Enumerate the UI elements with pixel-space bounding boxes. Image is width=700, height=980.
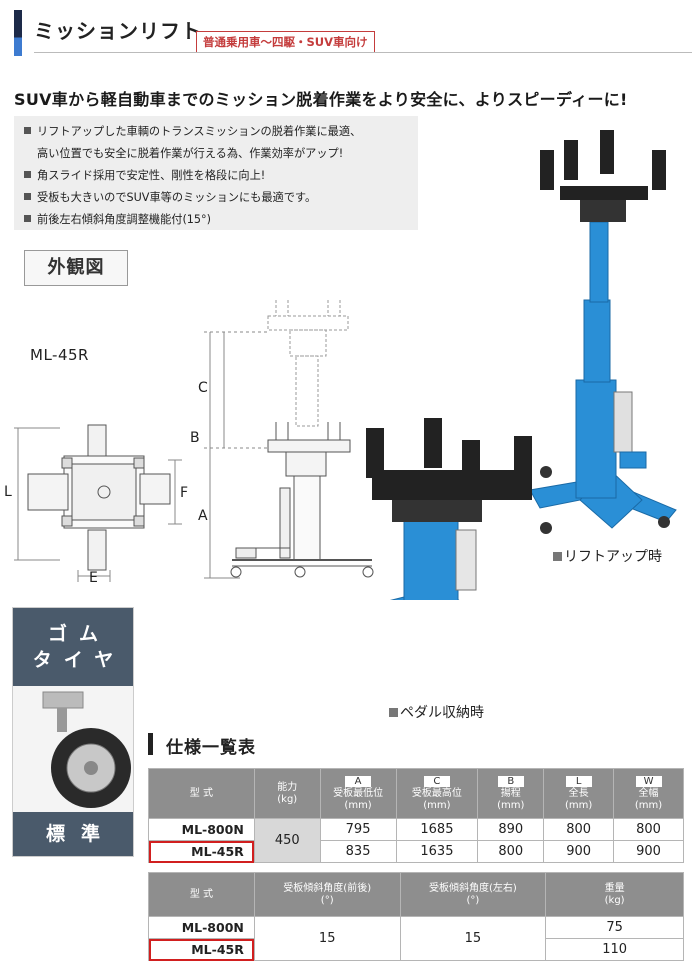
feature-item: リフトアップした車輌のトランスミッションの脱着作業に最適、 <box>24 121 412 143</box>
table-row: ML-45R 835 1635 800 900 900 <box>148 840 684 863</box>
headline: SUV車から軽自動車までのミッション脱着作業をより安全に、よりスピーディーに! <box>14 90 628 109</box>
cell-model: ML-800N <box>148 916 255 939</box>
page-title: ミッションリフト <box>34 19 202 43</box>
table-row: ML-800N 15 15 75 <box>148 916 684 961</box>
feature-item-cont: 高い位置でも安全に脱着作業が行える為、作業効率がアップ! <box>37 147 344 160</box>
cell-model-highlighted: ML-45R <box>148 938 255 961</box>
technical-drawing: L F E C B A <box>4 130 677 600</box>
bullet-icon <box>24 127 31 134</box>
square-bullet-icon <box>389 708 398 717</box>
cell-weight: 75 <box>545 916 684 939</box>
side-view-drawing <box>204 300 374 579</box>
rubber-tire-feature-box: ゴム タイヤ 標準 <box>12 607 134 857</box>
cell-capacity: 450 <box>253 818 321 863</box>
table-row: ML-45R 110 <box>148 938 684 961</box>
dim-label-C: C <box>198 380 208 396</box>
cell-width: 900 <box>613 840 684 863</box>
cell-width: 800 <box>613 818 684 841</box>
cell-tilt-left-right: 15 <box>399 916 547 961</box>
header-weight: 重量(kg) <box>545 872 684 917</box>
table-row: ML-800N 450 795 1685 890 800 800 <box>148 818 684 863</box>
cell-length: 800 <box>543 818 615 841</box>
cell-model-highlighted: ML-45R <box>148 840 255 863</box>
cell-model: ML-800N <box>148 818 255 841</box>
tire-label-standard: 標準 <box>13 812 133 856</box>
cell-min-height: 835 <box>319 840 397 863</box>
header-divider <box>34 52 692 53</box>
vehicle-type-tag: 普通乗用車〜四駆・SUV車向け <box>196 31 375 53</box>
header-model: 型 式 <box>148 768 255 819</box>
dim-label-A: A <box>198 508 208 524</box>
table-header-row: 型 式 受板傾斜角度(前後)(°) 受板傾斜角度(左右)(°) 重量(kg) <box>148 872 684 917</box>
spec-title-bar <box>148 733 153 755</box>
cell-weight: 110 <box>545 938 684 961</box>
dim-label-B: B <box>190 430 200 446</box>
cell-stroke: 800 <box>477 840 545 863</box>
feature-list: リフトアップした車輌のトランスミッションの脱着作業に最適、 高い位置でも安全に脱… <box>14 116 418 230</box>
tire-label-top: ゴム タイヤ <box>13 608 133 686</box>
cell-min-height: 795 <box>319 818 397 841</box>
feature-item: 前後左右傾斜角度調整機能付(15°) <box>24 209 412 231</box>
dim-label-E: E <box>89 570 98 586</box>
spec-title: 仕様一覧表 <box>166 738 256 758</box>
diagram-model-label: ML-45R <box>30 346 89 364</box>
header-accent-bar <box>14 10 22 56</box>
dim-label-L: L <box>4 484 12 500</box>
caster-wheel-photo <box>13 686 133 814</box>
feature-item: 受板も大きいのでSUV車等のミッションにも最適です。 <box>24 187 412 209</box>
bullet-icon <box>24 193 31 200</box>
top-view-drawing <box>14 424 182 582</box>
header-tilt-front-back: 受板傾斜角度(前後)(°) <box>253 872 401 917</box>
feature-item: 角スライド採用で安定性、剛性を格段に向上! <box>24 165 412 187</box>
header-capacity: 能力(kg) <box>253 768 321 819</box>
header-model: 型 式 <box>148 872 255 917</box>
cell-max-height: 1635 <box>395 840 479 863</box>
exterior-diagram-label: 外観図 <box>24 250 128 286</box>
cell-length: 900 <box>543 840 615 863</box>
cell-max-height: 1685 <box>395 818 479 841</box>
cell-tilt-front-back: 15 <box>253 916 401 961</box>
dim-label-F: F <box>180 485 188 501</box>
cell-stroke: 890 <box>477 818 545 841</box>
header-tilt-left-right: 受板傾斜角度(左右)(°) <box>399 872 547 917</box>
caption-pedal-stored: ペダル収納時 <box>389 702 484 722</box>
bullet-icon <box>24 215 31 222</box>
spec-table-2: 型 式 受板傾斜角度(前後)(°) 受板傾斜角度(左右)(°) 重量(kg) M… <box>148 872 684 961</box>
bullet-icon <box>24 171 31 178</box>
lift-up-photo <box>529 130 677 534</box>
caption-lift-up: リフトアップ時 <box>553 546 662 566</box>
pedal-stored-photo <box>366 418 532 600</box>
square-bullet-icon <box>553 552 562 561</box>
